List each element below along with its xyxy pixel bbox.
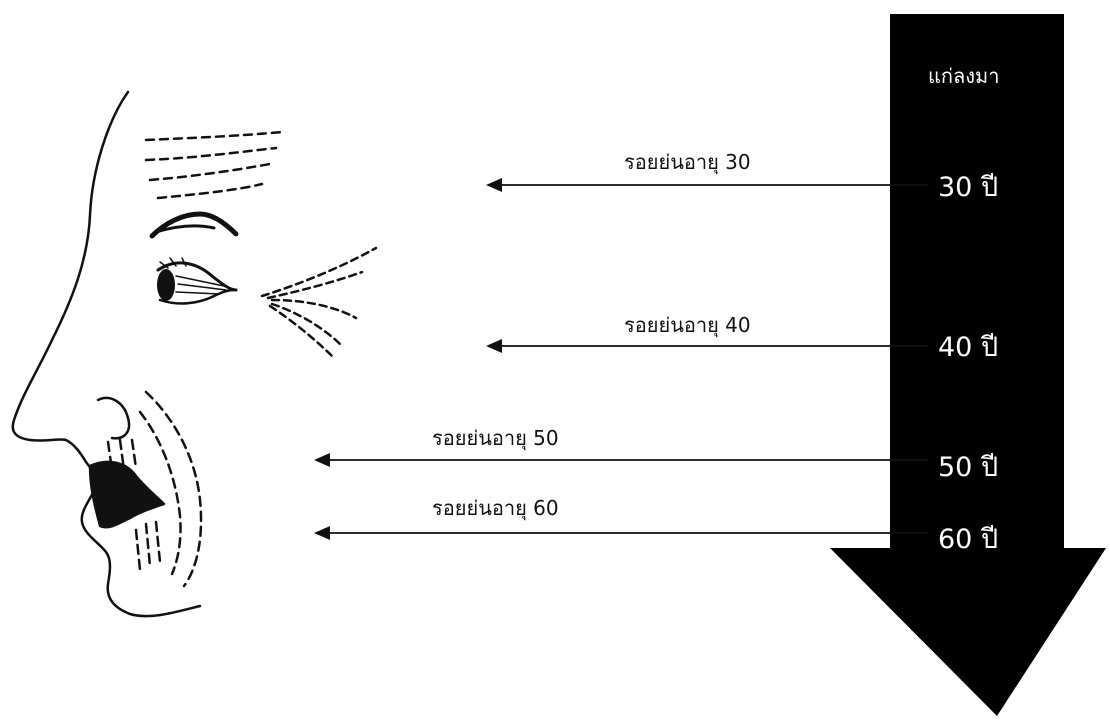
age-label-40: 40 ปี	[938, 332, 999, 363]
age-label-60: 60 ปี	[938, 524, 999, 555]
nasolabial-wrinkles	[106, 390, 203, 588]
pointer-arrows	[314, 178, 928, 540]
wrinkle-label-50: รอยย่นอายุ 50	[432, 426, 559, 450]
age-label-50: 50 ปี	[938, 452, 999, 483]
age-label-30: 30 ปี	[938, 172, 999, 203]
aging-arrow	[830, 14, 1106, 716]
arrow-title: แก่ลงมา	[928, 64, 1000, 88]
pointer-arrow-60	[314, 526, 928, 540]
crows-feet-wrinkles	[260, 246, 378, 360]
wrinkle-label-60: รอยย่นอายุ 60	[432, 496, 559, 520]
pointer-arrow-40	[486, 339, 928, 353]
forehead-wrinkles	[144, 130, 284, 200]
pointer-arrow-50	[314, 453, 928, 467]
pointer-arrow-30	[486, 178, 928, 192]
wrinkle-label-30: รอยย่นอายุ 30	[624, 150, 751, 174]
face-profile-icon	[11, 90, 239, 618]
wrinkle-label-40: รอยย่นอายุ 40	[624, 313, 751, 337]
